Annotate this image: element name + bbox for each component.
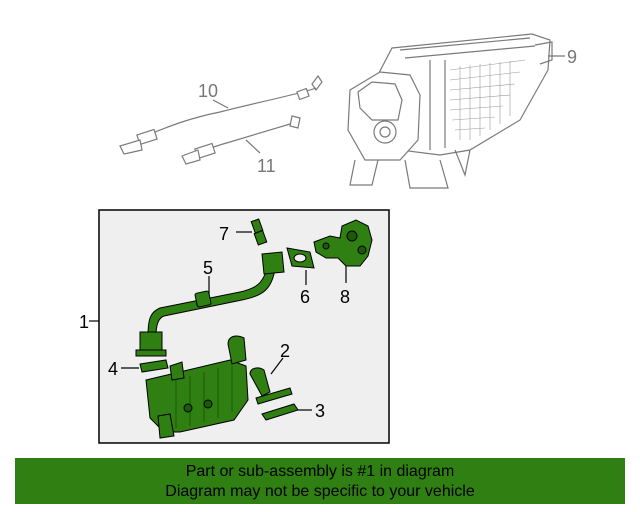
callout-11[interactable]: 11 [257, 156, 276, 176]
part-9-canister[interactable] [347, 33, 553, 189]
parts-diagram: 9 10 11 1 5 7 6 [79, 33, 577, 444]
callout-9[interactable]: 9 [567, 47, 577, 67]
leader-line-10 [212, 99, 229, 109]
callout-7[interactable]: 7 [219, 224, 229, 244]
callout-8[interactable]: 8 [340, 287, 350, 307]
callout-4[interactable]: 4 [108, 359, 118, 379]
callout-2[interactable]: 2 [280, 341, 290, 361]
leader-line-2 [270, 357, 284, 375]
banner-line-1: Part or sub-assembly is #1 in diagram [185, 463, 455, 480]
leader-line-11 [245, 139, 261, 154]
part-2-outlet-tube[interactable] [249, 367, 293, 405]
banner-line-2: Diagram may not be specific to your vehi… [165, 483, 475, 500]
part-10-oxygen-sensor[interactable] [119, 74, 323, 155]
part-7-sensor[interactable] [250, 218, 268, 246]
callout-6[interactable]: 6 [300, 287, 310, 307]
part-5-egr-tube[interactable] [135, 251, 285, 357]
callout-10[interactable]: 10 [198, 81, 218, 101]
part-6-gasket[interactable] [286, 247, 315, 269]
callout-3[interactable]: 3 [315, 401, 325, 421]
part-11-oxygen-sensor[interactable] [181, 115, 301, 165]
egr-cooler[interactable] [145, 335, 249, 439]
sub-assembly-notice-banner: Part or sub-assembly is #1 in diagram Di… [15, 458, 625, 504]
callout-5[interactable]: 5 [203, 258, 213, 278]
part-4-gasket[interactable] [139, 359, 169, 373]
part-8-egr-valve[interactable] [313, 219, 373, 267]
callout-1[interactable]: 1 [79, 312, 89, 332]
